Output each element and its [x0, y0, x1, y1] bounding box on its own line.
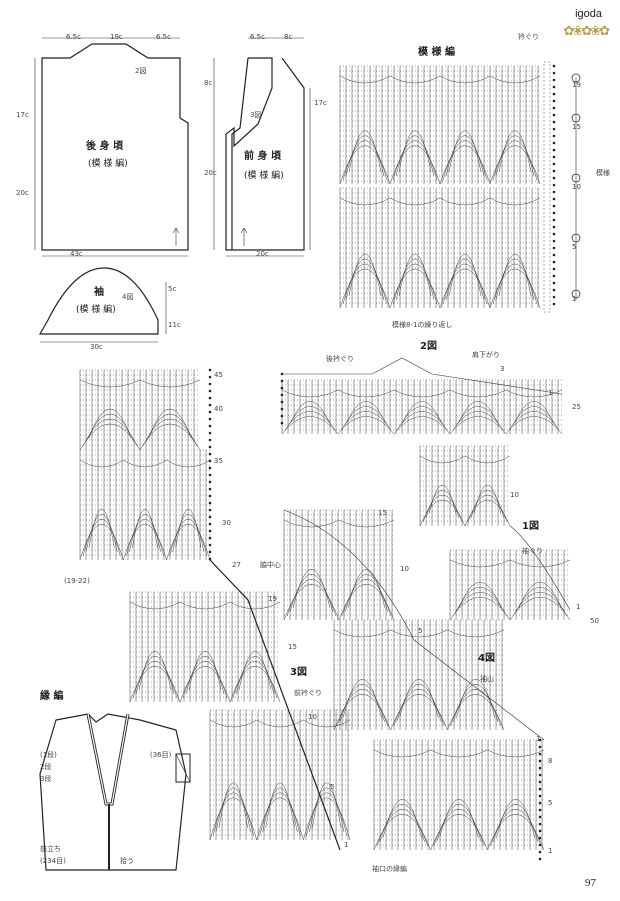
fig1-label: 袖ぐり: [522, 547, 543, 555]
fig4-row-1a: 1: [536, 735, 541, 743]
fig3-side-note: (19-22): [64, 577, 90, 585]
fig3-row-35: 35: [214, 457, 223, 465]
fig4-diagram: [283, 509, 545, 861]
front-top-dim-left: 6.5c: [250, 33, 265, 41]
fig4-row-15: 15: [378, 509, 387, 517]
fig4-row-8: 8: [548, 757, 553, 765]
fig1-row-1: 1: [576, 603, 581, 611]
back-name: 後 身 頃: [86, 141, 123, 152]
pattern-chart-repeat-label: 模様: [596, 169, 610, 177]
front-top-dim-right: 8c: [284, 33, 293, 41]
pattern-row-5: 5: [572, 243, 577, 251]
back-side-dim-lower: 20c: [16, 189, 29, 197]
front-bottom-dim: 20c: [256, 250, 269, 258]
front-side-dim-1: 8c: [204, 79, 213, 87]
back-bottom-dim: 43c: [70, 250, 83, 258]
back-top-dim-center: 19c: [110, 33, 123, 41]
sleeve-side-dim-1: 5c: [168, 285, 177, 293]
fig4-row-5b: 5: [548, 799, 553, 807]
fig3-row-40: 40: [214, 405, 223, 413]
sleeve-ref: 4図: [122, 293, 134, 301]
fig3-title: 3図: [290, 667, 307, 678]
fig3-row-5: 5: [330, 783, 335, 791]
fig4-title: 4図: [478, 653, 495, 664]
fig1-diagram: [419, 445, 571, 621]
fig2-row-3: 3: [500, 365, 505, 373]
pattern-row-19: 19: [572, 81, 581, 89]
front-side-dim-2: 20c: [204, 169, 217, 177]
back-schematic: [34, 37, 189, 257]
back-top-dim-right: 6.5c: [156, 33, 171, 41]
edging-note-7: 拾う: [120, 857, 134, 865]
pattern-chart: [339, 61, 581, 313]
edging-note-5: 前立ち: [40, 845, 61, 853]
brand-name: igoda: [575, 8, 602, 20]
pattern-chart-note: 模様8-1の繰り返し: [392, 321, 453, 329]
fig4-row-1b: 1: [548, 847, 553, 855]
edging-note-4: (36目): [150, 751, 172, 759]
fig3-row-27: 27: [232, 561, 241, 569]
fig2-right-label: 肩下がり: [472, 351, 500, 359]
back-side-dim-upper: 17c: [16, 111, 29, 119]
edging-note-1: (1段): [40, 751, 57, 759]
edging-note-3: 3段: [40, 775, 52, 783]
front-schematic: [213, 37, 311, 257]
fig3-row-15: 15: [288, 643, 297, 651]
fig3-row-1: 1: [344, 841, 349, 849]
front-name: 前 身 頃: [244, 151, 281, 162]
fig2-title: 2図: [420, 341, 437, 352]
sleeve-stitch: (模 様 編): [76, 305, 116, 315]
fig3-diagram: [79, 368, 351, 851]
pattern-row-15: 15: [572, 123, 581, 131]
fig3-row-30: 30: [222, 519, 231, 527]
front-ref: 3図: [250, 111, 262, 119]
fig4-row-5: 5: [418, 627, 423, 635]
pattern-row-10: 10: [572, 183, 581, 191]
fig1-title: 1図: [522, 521, 539, 532]
sleeve-side-dim-2: 11c: [168, 321, 181, 329]
back-ref: 2図: [135, 67, 147, 75]
edging-schematic: [39, 713, 191, 871]
sleeve-bottom-dim: 30c: [90, 343, 103, 351]
fig2-diagram: [280, 357, 563, 435]
fig3-row-10: 10: [308, 713, 317, 721]
page-number: 97: [585, 877, 596, 889]
fig1-row-10: 10: [510, 491, 519, 499]
fig4-label: 袖山: [480, 675, 494, 683]
edging-note-6: (234目): [40, 857, 66, 865]
edging-note-2: 2段: [40, 763, 52, 771]
front-stitch: (模 様 編): [244, 171, 284, 181]
fig2-row-1: 1: [548, 389, 553, 397]
pattern-row-1: 1: [572, 295, 577, 303]
fig2-left-label: 後衿ぐり: [326, 355, 354, 363]
fig2-row-25: 25: [572, 403, 581, 411]
flower-garland-icon: ✿❀✿❀✿: [563, 24, 610, 39]
back-top-dim-left: 6.5c: [66, 33, 81, 41]
fig3-center-label: 脇中心: [260, 561, 281, 569]
front-side-dim-3: 17c: [314, 99, 327, 107]
fig1-row-50: 50: [590, 617, 599, 625]
fig4-cuff-label: 袖口の縁編: [372, 865, 407, 873]
sleeve-schematic: [38, 267, 167, 343]
sleeve-name: 袖: [94, 287, 104, 298]
pattern-chart-collar-label: 衿ぐり: [518, 33, 539, 41]
fig4-row-10: 10: [400, 565, 409, 573]
fig3-row-45: 45: [214, 371, 223, 379]
pattern-chart-title: 模 様 編: [418, 47, 455, 58]
fig3-label: 前衿ぐり: [294, 689, 322, 697]
back-stitch: (模 様 編): [88, 159, 128, 169]
edging-title: 縁 編: [40, 691, 64, 702]
fig3-row-19: 19: [268, 595, 277, 603]
